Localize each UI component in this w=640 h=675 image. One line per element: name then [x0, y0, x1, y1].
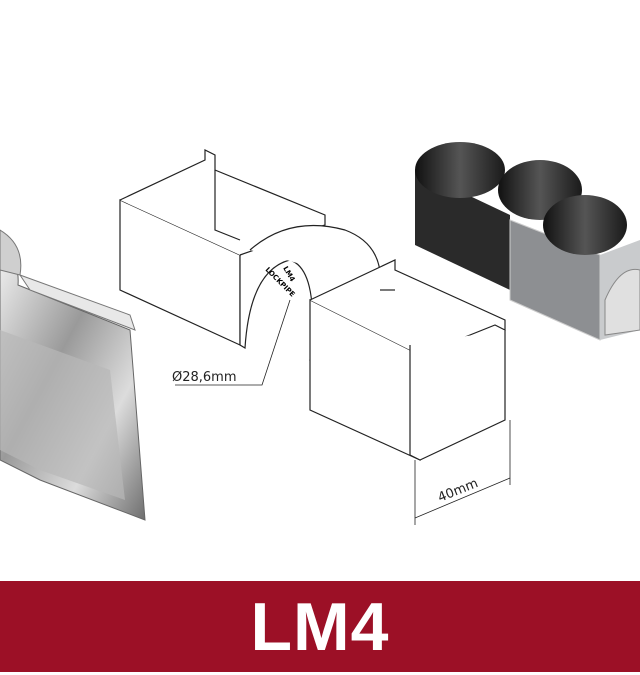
product-name: LM4	[250, 588, 390, 665]
product-name-banner: LM4	[0, 581, 640, 672]
product-illustration: Ø28,6mm 40mm LM4 LOCKPIPE	[0, 142, 640, 525]
diameter-dimension-label: Ø28,6mm	[172, 370, 237, 385]
technical-drawing	[119, 149, 511, 525]
assembled-clip-render	[415, 142, 640, 341]
metal-clip-render	[0, 229, 146, 521]
width-dimension-label: 40mm	[436, 476, 480, 506]
